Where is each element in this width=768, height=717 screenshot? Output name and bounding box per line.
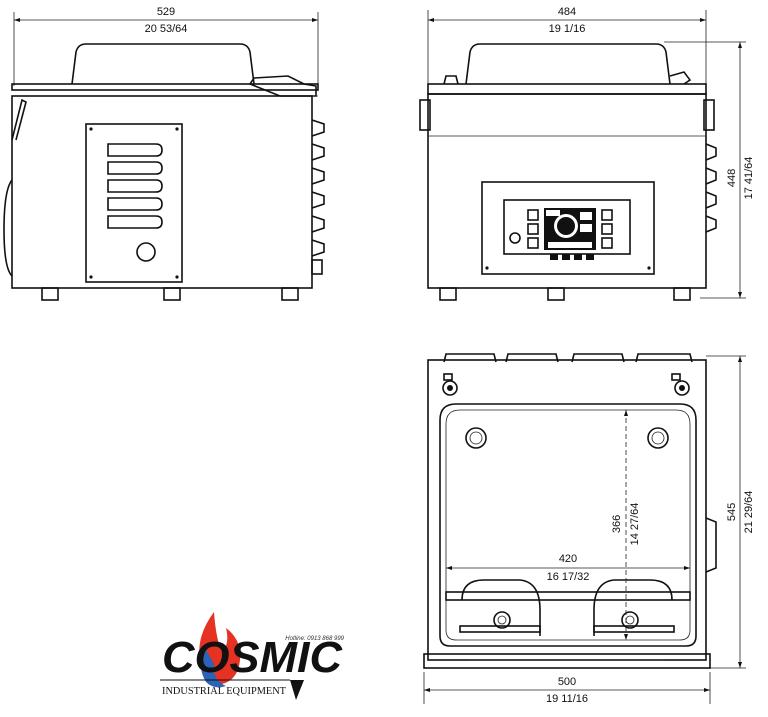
top-view: 545 21 29/64 500 19 11/16: [423, 353, 755, 705]
side-width-in: 19 1/16: [549, 23, 586, 35]
flame-icon: [199, 612, 241, 688]
side-view: 484 19 1/16 448 17 41/64: [419, 6, 755, 301]
top-width-mm: 500: [558, 676, 576, 688]
logo-tagline: INDUSTRIAL EQUIPMENT: [162, 686, 286, 697]
top-depth-in: 21 29/64: [743, 491, 755, 534]
logo-word: COSMIC: [162, 633, 343, 682]
top-width-in: 19 11/16: [546, 693, 588, 705]
front-view: 529 20 53/64: [3, 6, 325, 301]
chamber-width-in: 16 17/32: [547, 571, 590, 583]
front-width-in: 20 53/64: [145, 23, 188, 35]
chamber-width-mm: 420: [559, 553, 577, 565]
chamber-depth-mm: 366: [611, 515, 623, 533]
chamber-depth-in: 14 27/64: [629, 503, 641, 546]
side-width-mm: 484: [558, 6, 576, 18]
top-depth-mm: 545: [726, 503, 738, 521]
logo-hotline: Hotline: 0913 868 999: [285, 636, 344, 642]
cosmic-logo: COSMIC Hotline: 0913 868 999 INDUSTRIAL …: [160, 612, 345, 700]
side-height-mm: 448: [726, 169, 738, 187]
front-width-mm: 529: [157, 6, 175, 18]
side-height-in: 17 41/64: [743, 157, 755, 200]
